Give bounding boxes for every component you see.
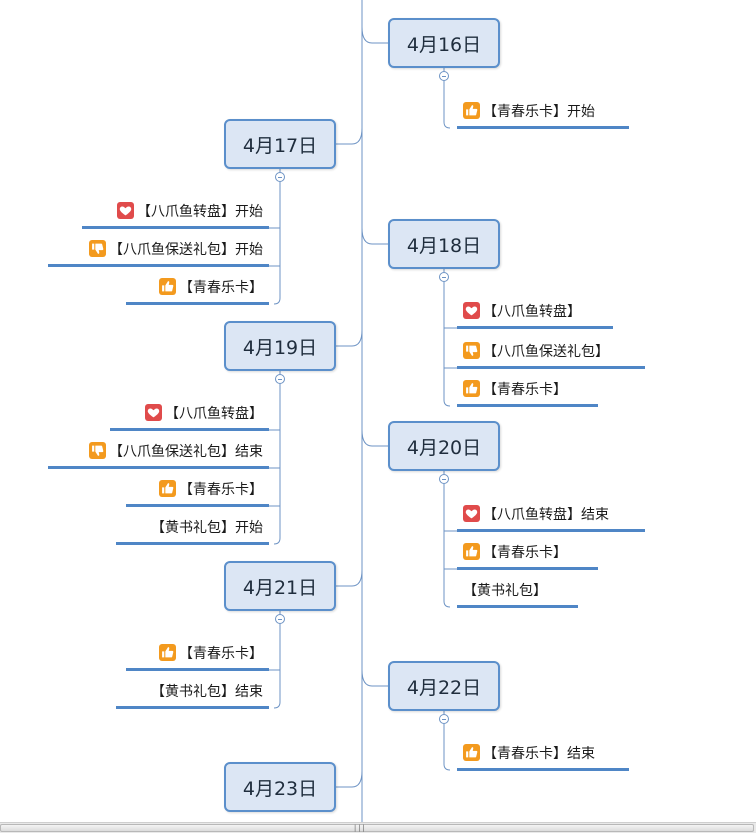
branch-trunk	[443, 724, 451, 771]
topic-item[interactable]: 【青春乐卡】	[457, 536, 598, 570]
date-node-apr21[interactable]: 4月21日	[224, 561, 336, 611]
thumbs-up-icon	[159, 644, 176, 661]
collapse-toggle[interactable]	[439, 474, 449, 484]
topic-item[interactable]: 【青春乐卡】开始	[457, 95, 629, 129]
topic-label: 【八爪鱼保送礼包】结束	[109, 443, 263, 460]
topic-item[interactable]: 【黄书礼包】结束	[116, 675, 269, 709]
topic-item[interactable]: 【黄书礼包】开始	[116, 511, 269, 545]
topic-label: 【八爪鱼保送礼包】开始	[109, 241, 263, 258]
date-label: 4月17日	[242, 134, 318, 157]
topic-label: 【青春乐卡】结束	[483, 745, 595, 762]
date-node-apr18[interactable]: 4月18日	[388, 219, 500, 269]
thumbs-up-icon	[463, 543, 480, 560]
date-node-apr23[interactable]: 4月23日	[224, 762, 336, 812]
spine-connector	[361, 227, 388, 245]
horizontal-scrollbar[interactable]: |||	[0, 822, 756, 833]
date-node-apr20[interactable]: 4月20日	[388, 421, 500, 471]
heart-icon	[117, 202, 134, 219]
thumbs-up-icon	[463, 380, 480, 397]
branch-trunk	[443, 282, 451, 407]
thumbs-up-icon	[463, 102, 480, 119]
topic-label: 【黄书礼包】结束	[151, 683, 263, 700]
topic-label: 【黄书礼包】开始	[151, 519, 263, 536]
topic-item[interactable]: 【八爪鱼保送礼包】结束	[48, 435, 269, 469]
topic-item[interactable]: 【黄书礼包】	[457, 574, 578, 608]
branch-trunk	[443, 484, 451, 608]
collapse-toggle[interactable]	[439, 71, 449, 81]
collapse-toggle[interactable]	[275, 374, 285, 384]
spine-connector	[336, 770, 363, 788]
date-label: 4月21日	[242, 576, 318, 599]
topic-label: 【八爪鱼转盘】	[165, 405, 263, 422]
branch-trunk	[273, 624, 281, 709]
date-label: 4月20日	[406, 436, 482, 459]
heart-icon	[463, 302, 480, 319]
spine-connector	[336, 569, 363, 587]
thumbs-down-icon	[463, 342, 480, 359]
collapse-toggle[interactable]	[439, 272, 449, 282]
spine-connector	[336, 127, 363, 145]
topic-item[interactable]: 【八爪鱼转盘】结束	[457, 498, 645, 532]
date-node-apr22[interactable]: 4月22日	[388, 661, 500, 711]
topic-label: 【青春乐卡】	[483, 381, 567, 398]
branch-trunk	[443, 81, 451, 129]
date-node-apr19[interactable]: 4月19日	[224, 321, 336, 371]
thumbs-up-icon	[463, 744, 480, 761]
collapse-toggle[interactable]	[439, 714, 449, 724]
topic-item[interactable]: 【八爪鱼转盘】开始	[82, 195, 269, 229]
heart-icon	[463, 505, 480, 522]
branch-trunk	[273, 384, 281, 545]
thumbs-down-icon	[89, 442, 106, 459]
collapse-toggle[interactable]	[275, 614, 285, 624]
topic-item[interactable]: 【青春乐卡】结束	[457, 737, 629, 771]
topic-item[interactable]: 【青春乐卡】	[126, 473, 269, 507]
topic-label: 【八爪鱼转盘】开始	[137, 203, 263, 220]
date-label: 4月23日	[242, 777, 318, 800]
scrollbar-thumb[interactable]: |||	[0, 824, 754, 832]
date-node-apr16[interactable]: 4月16日	[388, 18, 500, 68]
collapse-toggle[interactable]	[275, 172, 285, 182]
thumbs-down-icon	[89, 240, 106, 257]
topic-item[interactable]: 【青春乐卡】	[126, 271, 269, 305]
topic-item[interactable]: 【青春乐卡】	[457, 373, 598, 407]
thumbs-up-icon	[159, 480, 176, 497]
topic-item[interactable]: 【八爪鱼转盘】	[457, 295, 613, 329]
topic-item[interactable]: 【青春乐卡】	[126, 637, 269, 671]
spine-connector	[336, 329, 363, 347]
topic-label: 【八爪鱼转盘】	[483, 303, 581, 320]
spine-connector	[361, 429, 388, 447]
topic-item[interactable]: 【八爪鱼保送礼包】	[457, 335, 645, 369]
topic-item[interactable]: 【八爪鱼转盘】	[110, 397, 269, 431]
topic-label: 【八爪鱼转盘】结束	[483, 506, 609, 523]
topic-label: 【青春乐卡】开始	[483, 103, 595, 120]
spine-connector	[361, 26, 388, 44]
topic-label: 【青春乐卡】	[179, 645, 263, 662]
grip-icon: |||	[353, 824, 366, 832]
date-label: 4月22日	[406, 676, 482, 699]
date-label: 4月16日	[406, 33, 482, 56]
topic-label: 【青春乐卡】	[483, 544, 567, 561]
topic-label: 【青春乐卡】	[179, 481, 263, 498]
heart-icon	[145, 404, 162, 421]
branch-trunk	[273, 182, 281, 305]
spine-connector	[361, 669, 388, 687]
date-node-apr17[interactable]: 4月17日	[224, 119, 336, 169]
topic-label: 【黄书礼包】	[463, 582, 547, 599]
topic-label: 【八爪鱼保送礼包】	[483, 343, 609, 360]
date-label: 4月19日	[242, 336, 318, 359]
thumbs-up-icon	[159, 278, 176, 295]
topic-item[interactable]: 【八爪鱼保送礼包】开始	[48, 233, 269, 267]
date-label: 4月18日	[406, 234, 482, 257]
topic-label: 【青春乐卡】	[179, 279, 263, 296]
